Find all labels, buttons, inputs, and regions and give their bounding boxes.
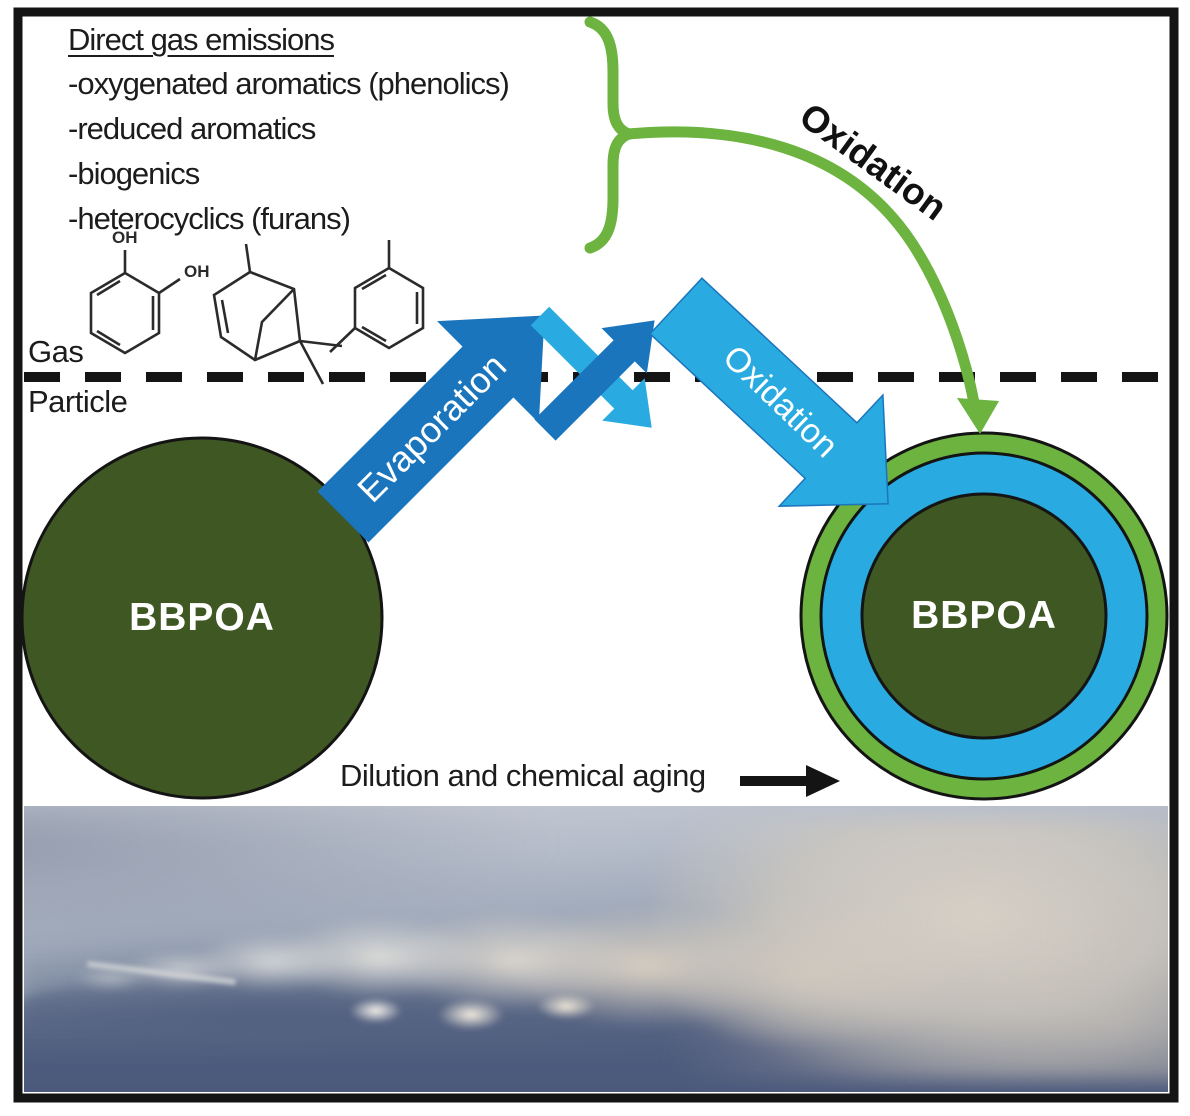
photo-smoke-mass — [653, 817, 1168, 1081]
evaporation-arrow — [317, 315, 545, 543]
photo-smoke-highlights — [310, 977, 677, 1041]
aged-particle-core — [860, 492, 1108, 740]
aged-particle-bbpoa-label: BBPOA — [911, 594, 1057, 637]
aged-particle-rings — [799, 431, 1169, 801]
gas-oxidation-curve — [623, 126, 980, 409]
emission-item-reduced-aromatics: -reduced aromatics — [68, 111, 316, 146]
gas-oxidation-arrowhead — [957, 398, 999, 434]
emission-item-biogenics: -biogenics — [68, 156, 200, 191]
dilution-aging-label: Dilution and chemical aging — [340, 758, 706, 793]
catechol-structure — [89, 250, 181, 355]
catechol-oh-label-right: OH — [184, 262, 210, 281]
figure-border — [13, 7, 1179, 1103]
catechol-oh-label-top: OH — [112, 228, 138, 247]
emissions-brace — [584, 16, 646, 254]
xylene-structure — [329, 240, 425, 353]
direct-gas-emissions-title: Direct gas emissions — [68, 22, 335, 57]
particle-phase-label: Particle — [28, 384, 128, 419]
wildfire-smoke-photo — [24, 806, 1168, 1092]
emission-item-oxygenated-aromatics: -oxygenated aromatics (phenolics) — [68, 66, 510, 101]
fresh-particle-bbpoa-label: BBPOA — [129, 596, 275, 639]
blocked-exchange-darkblue-arrow — [534, 320, 655, 441]
gas-phase-label: Gas — [28, 334, 84, 369]
emission-item-heterocyclics: -heterocyclics (furans) — [68, 201, 351, 236]
particle-oxidation-arrow — [649, 277, 889, 507]
pinene-structure — [212, 243, 343, 385]
dilution-arrow — [740, 765, 840, 797]
